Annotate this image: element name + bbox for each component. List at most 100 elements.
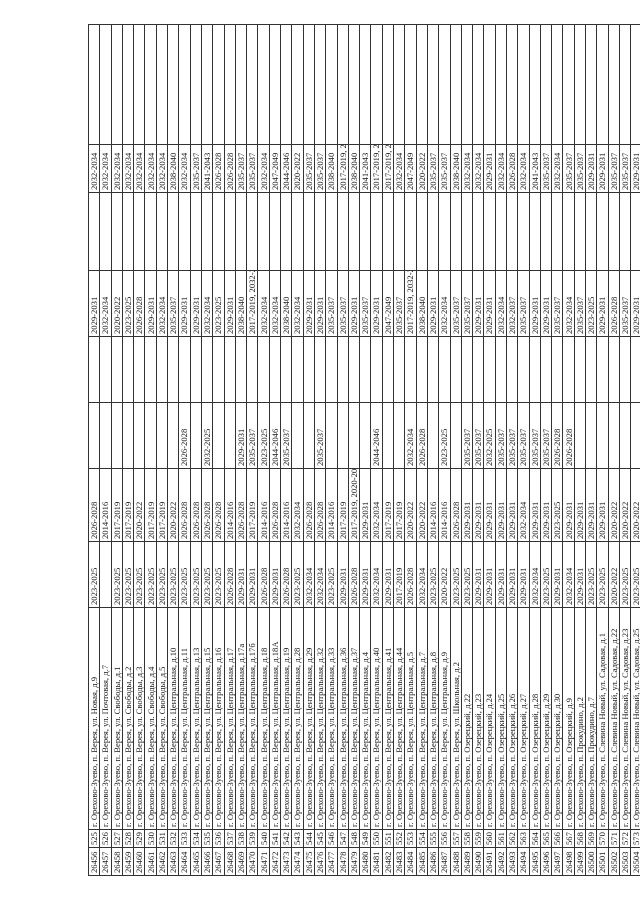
row-number-cell: 547	[337, 829, 349, 848]
empty-cell	[190, 24, 202, 145]
row-id-cell: 26477	[325, 847, 338, 876]
period-2-cell: 2032-2034	[370, 468, 383, 542]
address-cell: г. Орехово-Зуево, п. Верея, ул. Централь…	[280, 607, 292, 830]
period-7-cell: 2035-2037	[540, 144, 552, 193]
period-7-cell: 2032-2034	[178, 144, 191, 193]
period-4-cell	[483, 336, 496, 403]
period-2-cell: 2032-2034	[517, 468, 530, 542]
empty-cell	[495, 24, 507, 145]
period-7-cell: 2038-2040	[325, 144, 338, 193]
row-id-cell: 26501	[596, 847, 609, 876]
period-3-cell: 2035-2037	[280, 402, 292, 469]
row-number-cell: 530	[144, 829, 157, 848]
address-cell: г. Орехово-Зуево, п. Верея, ул. Централь…	[201, 607, 213, 830]
row-number-cell: 558	[461, 829, 473, 848]
period-2-cell: 2020-2022	[416, 468, 428, 542]
period-6-cell	[246, 192, 258, 271]
period-3-cell	[619, 402, 631, 469]
period-4-cell	[551, 336, 563, 403]
period-1-cell: 2023-2025	[133, 541, 145, 608]
address-cell: г. Орехово-Зуево, п. Озерецкий, д.25	[495, 607, 507, 830]
period-5-cell: 2029-2031	[540, 270, 552, 337]
row-id-cell: 26479	[348, 847, 360, 876]
period-6-cell	[291, 192, 304, 271]
row-id-cell: 26490	[472, 847, 484, 876]
period-5-cell: 2035-2037	[393, 270, 405, 337]
empty-cell	[88, 24, 100, 145]
row-id-cell: 26466	[201, 847, 213, 876]
row-id-cell: 26500	[585, 847, 597, 876]
period-2-cell: 2026-2028	[201, 468, 213, 542]
address-cell: г. Орехово-Зуево, п. Верея, ул. Централь…	[438, 607, 450, 830]
empty-cell	[178, 24, 191, 145]
period-3-cell: 2023-2025	[438, 402, 450, 469]
period-1-cell: 2023-2025	[427, 541, 439, 608]
period-4-cell	[99, 336, 112, 403]
row-id-cell: 26503	[619, 847, 631, 876]
period-6-cell	[325, 192, 338, 271]
empty-cell	[529, 24, 541, 145]
address-cell: г. Орехово-Зуево, п. Верея, ул. Централь…	[257, 607, 270, 830]
row-id-cell: 26458	[111, 847, 123, 876]
address-cell: г. Орехово-Зуево, п. Верея, ул. Централь…	[370, 607, 383, 830]
row-id-cell: 26496	[540, 847, 552, 876]
row-number-cell: 551	[382, 829, 394, 848]
row-number-cell: 527	[111, 829, 123, 848]
period-5-cell: 2029-2031	[303, 270, 315, 337]
period-6-cell	[619, 192, 631, 271]
period-5-cell: 2029-2031	[88, 270, 100, 337]
period-7-cell: 2044-2046	[280, 144, 292, 193]
empty-cell	[551, 24, 563, 145]
row-id-cell: 26478	[337, 847, 349, 876]
address-cell: г. Орехово-Зуево, п. Верея, ул. Централь…	[246, 607, 258, 830]
empty-cell	[99, 24, 112, 145]
row-number-cell: 567	[562, 829, 575, 848]
period-7-cell: 2035-2037	[427, 144, 439, 193]
address-cell: г. Орехово-Зуево, п. Верея, ул. Централь…	[269, 607, 281, 830]
period-3-cell: 2023-2025	[257, 402, 270, 469]
period-6-cell	[88, 192, 100, 271]
period-5-cell: 2029-2031	[178, 270, 191, 337]
period-1-cell: 2029-2031	[517, 541, 530, 608]
address-cell: г. Орехово-Зуево, п. Верея, ул. Централь…	[359, 607, 371, 830]
period-4-cell	[382, 336, 394, 403]
address-cell: г. Орехово-Зуево, п. Верея, ул. Централь…	[224, 607, 236, 830]
row-number-cell: 549	[359, 829, 371, 848]
row-id-cell: 26489	[461, 847, 473, 876]
empty-cell	[574, 24, 586, 145]
period-1-cell: 2029-2031	[359, 541, 371, 608]
period-1-cell: 2029-2031	[574, 541, 586, 608]
period-7-cell: 2029-2031	[483, 144, 496, 193]
period-1-cell: 2029-2031	[269, 541, 281, 608]
period-4-cell	[608, 336, 620, 403]
period-1-cell: 2023-2025	[144, 541, 157, 608]
period-1-cell: 2017-2019	[393, 541, 405, 608]
period-7-cell: 2032-2034	[144, 144, 157, 193]
period-3-cell: 2026-2028	[416, 402, 428, 469]
period-6-cell	[529, 192, 541, 271]
period-6-cell	[224, 192, 236, 271]
address-cell: г. Орехово-Зуево, п. Верея, ул. Централь…	[393, 607, 405, 830]
period-1-cell: 2023-2025	[88, 541, 100, 608]
period-3-cell: 2032-2034	[404, 402, 417, 469]
row-number-cell: 566	[551, 829, 563, 848]
row-number-cell: 525	[88, 829, 100, 848]
period-5-cell: 2035-2037	[461, 270, 473, 337]
period-2-cell: 2029-2031	[461, 468, 473, 542]
address-cell: г. Орехово-Зуево, п. Верея, ул. Школьная…	[450, 607, 462, 830]
period-1-cell: 2026-2028	[348, 541, 360, 608]
period-5-cell: 2026-2028	[608, 270, 620, 337]
period-7-cell: 2032-2034	[133, 144, 145, 193]
period-7-cell: 2032-2034	[393, 144, 405, 193]
period-1-cell: 2026-2028	[224, 541, 236, 608]
row-id-cell: 26459	[122, 847, 134, 876]
row-id-cell: 26465	[190, 847, 202, 876]
period-5-cell: 2029-2031	[472, 270, 484, 337]
